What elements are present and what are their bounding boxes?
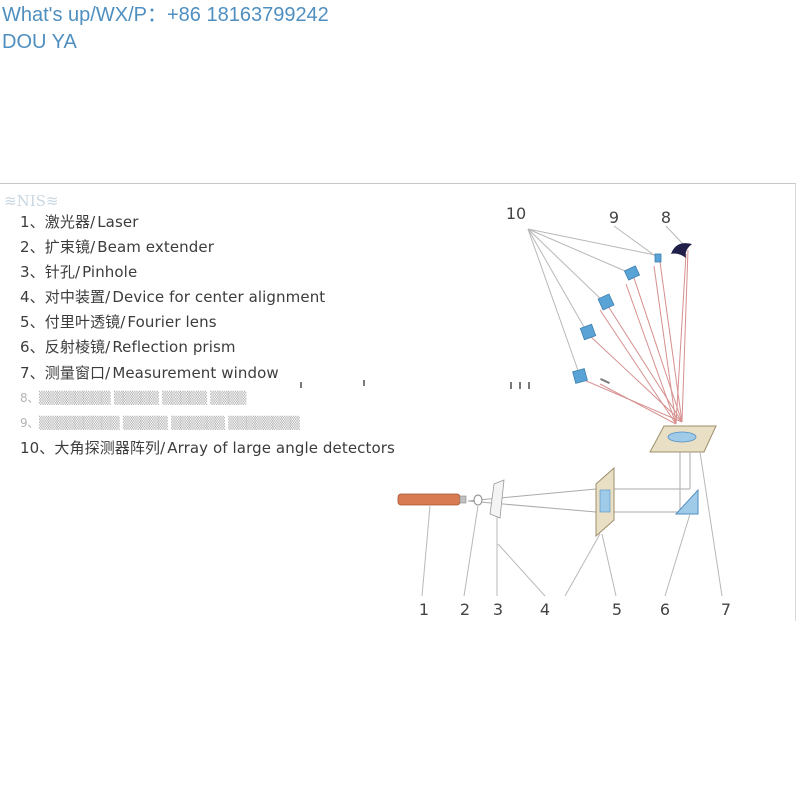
legend-row-10: 10、大角探测器阵列/Array of large angle detector…: [20, 438, 395, 457]
legend-row-3: 3、针孔/Pinhole: [20, 263, 138, 282]
detector-4: [572, 368, 588, 384]
callout-8: 8: [660, 208, 672, 227]
main-beam-path: [467, 452, 691, 513]
laser-diffraction-diagram: ≋NIS≋ 1、激光器/Laser 2、扩束镜/Beam extender 3、…: [0, 183, 796, 621]
contact-line-1: What's up/WX/P：+86 18163799242: [2, 4, 329, 26]
laser: [397, 493, 467, 506]
callout-7: 7: [720, 600, 732, 619]
detector-3: [579, 323, 597, 341]
legend-row-4: 4、对中装置/Device for center alignment: [20, 288, 326, 307]
small-marks: [300, 377, 610, 389]
legend-row-9-illegible: 9、▒▒▒▒▒▒▒▒▒ ▒▒▒▒▒ ▒▒▒▒▒▒ ▒▒▒▒▒▒▒▒: [20, 415, 300, 430]
reflection-prism: [674, 488, 699, 515]
legend-row-7: 7、测量窗口/Measurement window: [20, 363, 279, 382]
legend: 1、激光器/Laser 2、扩束镜/Beam extender 3、针孔/Pin…: [20, 210, 395, 461]
detector-1: [623, 265, 641, 281]
large-angle-detectors: [572, 253, 662, 384]
watermark-logo: ≋NIS≋: [4, 192, 59, 210]
detector-9: [654, 253, 662, 263]
top-leader-lines: [527, 225, 684, 377]
optical-scheme: [300, 225, 723, 597]
callout-2: 2: [459, 600, 471, 619]
measurement-window: [649, 425, 717, 453]
legend-row-6: 6、反射棱镜/Reflection prism: [20, 338, 236, 357]
callout-3: 3: [492, 600, 504, 619]
beam-extender-pinhole: [473, 479, 505, 519]
callout-1: 1: [418, 600, 430, 619]
fourier-lens: [595, 466, 615, 538]
scattered-beams: [583, 249, 689, 425]
contact-line-2: DOU YA: [2, 31, 77, 53]
callout-10: 10: [505, 204, 527, 223]
legend-row-1: 1、激光器/Laser: [20, 213, 139, 231]
legend-row-5: 5、付里叶透镜/Fourier lens: [20, 313, 217, 332]
callout-4: 4: [539, 600, 551, 619]
bottom-leader-lines: [421, 451, 723, 597]
callout-5: 5: [611, 600, 623, 619]
contact-info: What's up/WX/P：+86 18163799242 DOU YA: [2, 2, 329, 56]
legend-row-2: 2、扩束镜/Beam extender: [20, 238, 214, 257]
detector-8: [671, 243, 692, 258]
callout-9: 9: [608, 208, 620, 227]
legend-row-8-illegible: 8、▒▒▒▒▒▒▒▒ ▒▒▒▒▒ ▒▒▒▒▒ ▒▒▒▒: [20, 390, 247, 405]
callout-6: 6: [659, 600, 671, 619]
detector-2: [597, 293, 615, 311]
